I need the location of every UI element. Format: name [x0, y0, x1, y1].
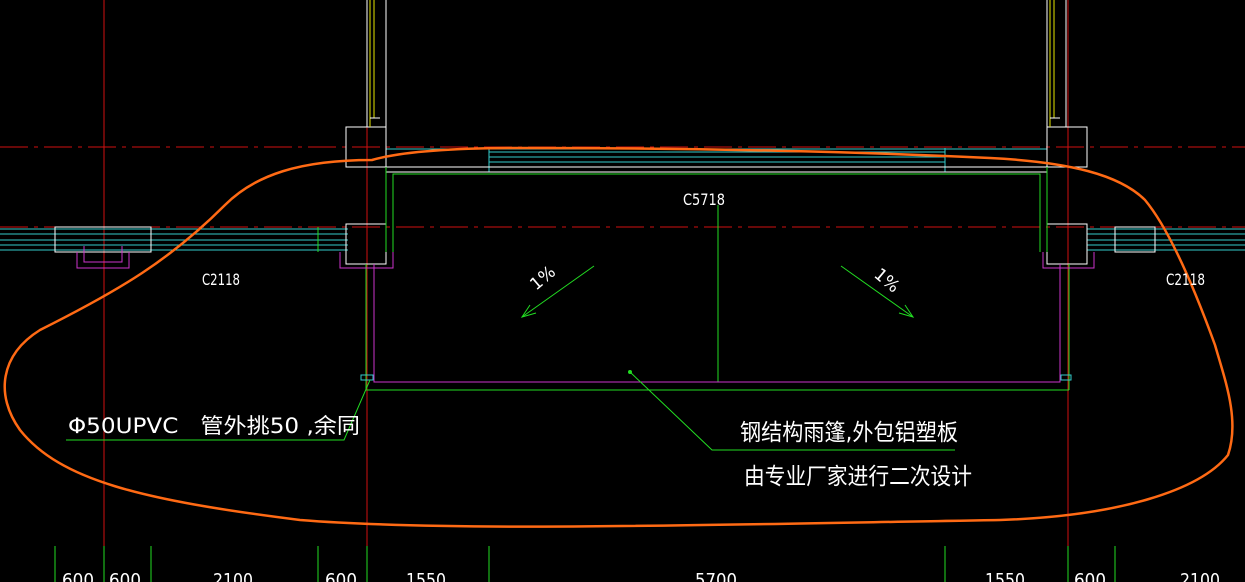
column-mid-left: [345, 223, 387, 265]
revision-cloud: [3, 146, 1234, 528]
window-band-top: [386, 148, 1047, 172]
dimension-label: 2100: [213, 570, 253, 582]
dimension-label: 600: [109, 570, 141, 582]
dimension-label: 600: [62, 570, 94, 582]
window-band-left: [0, 226, 348, 253]
window-band-right: [1087, 226, 1245, 253]
dimension-labels: 600 600 2100 600 1550 5700 1550 600 2100: [62, 570, 1220, 582]
dimension-label: 1550: [985, 570, 1025, 582]
window-label-right: C2118: [1166, 270, 1205, 289]
upper-wall-outline: [366, 0, 1067, 127]
slope-arrow-left: [520, 265, 595, 318]
slope-label-left: 1%: [526, 262, 560, 295]
dimension-label: 2100: [1180, 570, 1220, 582]
window-label-left: C2118: [202, 270, 240, 289]
slope-label-right: 1%: [870, 265, 904, 298]
window-label-center: C5718: [683, 190, 725, 209]
canopy-outline: [317, 167, 1070, 391]
slope-arrow-right: [840, 265, 915, 318]
gutter: [76, 246, 1095, 383]
dimension-label: 600: [1074, 570, 1106, 582]
column-top-left: [345, 126, 387, 168]
dimension-label: 600: [325, 570, 357, 582]
leader-lines: [66, 370, 955, 451]
upper-walls: [369, 0, 1055, 127]
dimension-label: 1550: [406, 570, 446, 582]
pipe-note: Φ50UPVC 管外挑50 ,余同: [68, 414, 360, 438]
dimension-label: 5700: [695, 570, 737, 582]
canopy-note-line1: 钢结构雨篷,外包铝塑板: [740, 420, 958, 446]
canopy-note-line2: 由专业厂家进行二次设计: [744, 464, 972, 490]
dimension-ticks: [54, 546, 1116, 582]
column-mid-right: [1046, 223, 1088, 265]
